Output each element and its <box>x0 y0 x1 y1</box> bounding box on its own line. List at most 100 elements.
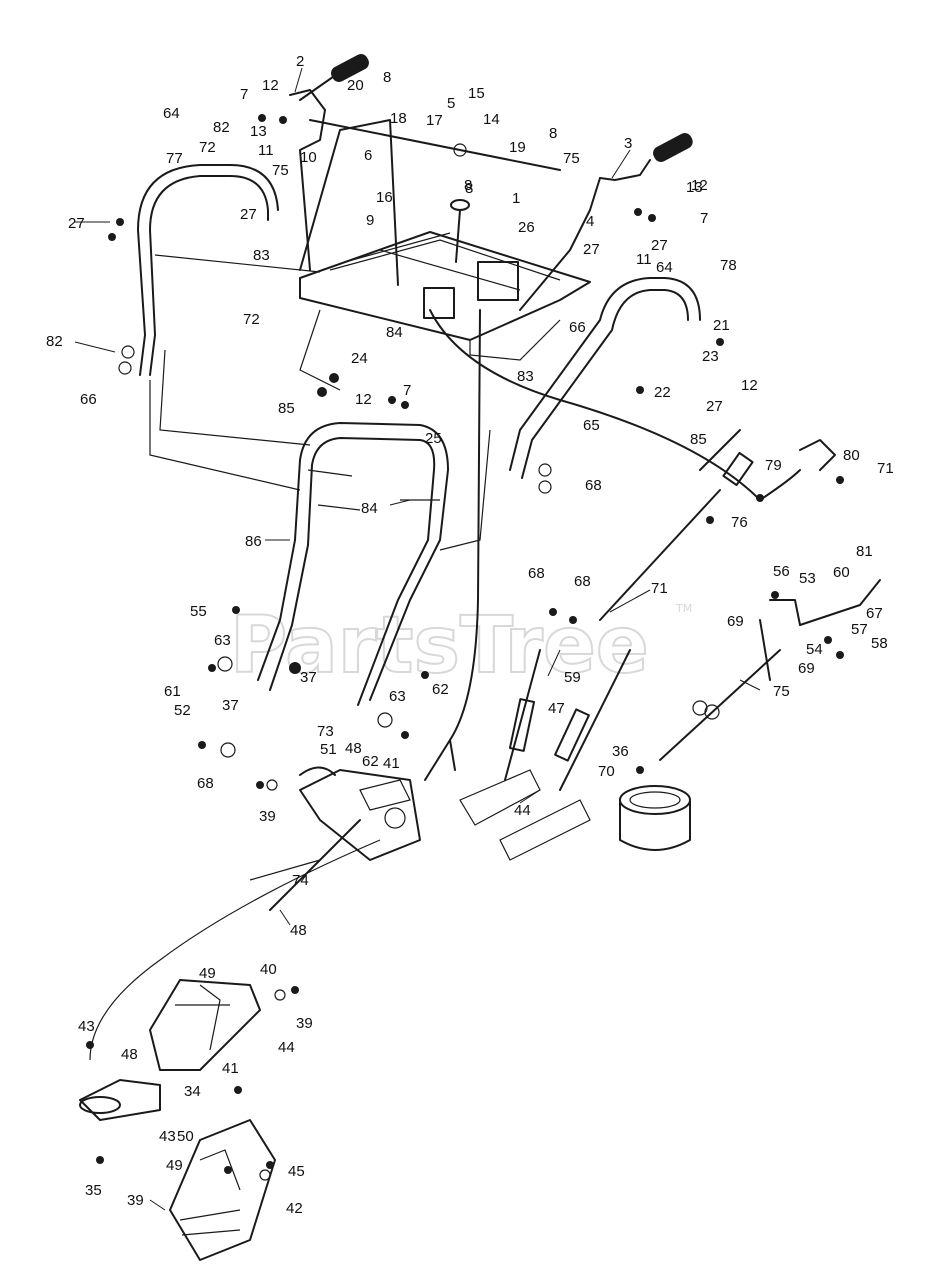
callout: 69 <box>727 613 744 630</box>
callout: 82 <box>213 119 230 136</box>
callout: 82 <box>46 333 63 350</box>
callout: 21 <box>713 317 730 334</box>
callout: 39 <box>296 1015 313 1032</box>
callout: 5 <box>447 95 455 112</box>
callout: 85 <box>278 400 295 417</box>
callout-labels: 2 8 20 12 7 13 5 15 14 18 17 10 11 8 19 … <box>46 53 894 1217</box>
callout: 67 <box>866 605 883 622</box>
callout: 71 <box>877 460 894 477</box>
callout: 20 <box>347 77 364 94</box>
callout: 15 <box>468 85 485 102</box>
callout: 69 <box>798 660 815 677</box>
panel-plate <box>299 119 399 286</box>
callout: 73 <box>317 723 334 740</box>
control-panel <box>299 231 591 361</box>
callout: 4 <box>586 213 594 230</box>
callout: 13 <box>686 179 703 196</box>
callout: 55 <box>190 603 207 620</box>
callout: 83 <box>253 247 270 264</box>
callout: 83 <box>517 368 534 385</box>
callout: 77 <box>166 150 183 167</box>
callout: 70 <box>598 763 615 780</box>
callout: 63 <box>389 688 406 705</box>
callout: 19 <box>509 139 526 156</box>
callout: 56 <box>773 563 790 580</box>
leader-lines <box>74 67 761 1211</box>
callout: 7 <box>700 210 708 227</box>
callout: 44 <box>514 802 531 819</box>
callout: 17 <box>426 112 443 129</box>
callout: 39 <box>127 1192 144 1209</box>
callout: 51 <box>320 741 337 758</box>
callout: 27 <box>583 241 600 258</box>
callout: 48 <box>121 1046 138 1063</box>
left-control-lever <box>289 54 369 271</box>
upper-handle-left <box>137 164 321 376</box>
callout: 48 <box>345 740 362 757</box>
callout: 76 <box>731 514 748 531</box>
callout: 9 <box>366 212 374 229</box>
callout: 60 <box>833 564 850 581</box>
callout: 65 <box>583 417 600 434</box>
callout: 26 <box>518 219 535 236</box>
callout: 61 <box>164 683 181 700</box>
callout: 18 <box>390 110 407 127</box>
callout: 53 <box>799 570 816 587</box>
callout: 71 <box>651 580 668 597</box>
callout: 47 <box>548 700 565 717</box>
callout: 50 <box>177 1128 194 1145</box>
callout: 8 <box>464 177 472 194</box>
callout: 7 <box>403 382 411 399</box>
callout: 10 <box>300 149 317 166</box>
callout: 41 <box>383 755 400 772</box>
callout: 68 <box>528 565 545 582</box>
callout: 52 <box>174 702 191 719</box>
callout: 40 <box>260 961 277 978</box>
callout: 68 <box>585 477 602 494</box>
discharge-chute <box>79 979 261 1121</box>
trademark: TM <box>675 602 692 615</box>
callout: 2 <box>296 53 304 70</box>
callout: 68 <box>197 775 214 792</box>
callout: 45 <box>288 1163 305 1180</box>
callout: 37 <box>222 697 239 714</box>
callout: 59 <box>564 669 581 686</box>
callout: 23 <box>702 348 719 365</box>
callout: 14 <box>483 111 500 128</box>
callout: 8 <box>383 69 391 86</box>
upper-handle-right <box>509 277 701 479</box>
callout: 44 <box>278 1039 295 1056</box>
callout: 75 <box>272 162 289 179</box>
callout: 66 <box>569 319 586 336</box>
callout: 84 <box>361 500 378 517</box>
callout: 68 <box>574 573 591 590</box>
callout: 75 <box>773 683 790 700</box>
callout: 1 <box>512 190 520 207</box>
callout: 27 <box>240 206 257 223</box>
lower-handle <box>257 422 449 706</box>
chute-control-rod <box>89 819 381 1061</box>
callout: 42 <box>286 1200 303 1217</box>
callout: 72 <box>199 139 216 156</box>
lower-bracket <box>299 766 421 861</box>
callout: 41 <box>222 1060 239 1077</box>
shift-knob <box>450 199 470 263</box>
callout: 27 <box>68 215 85 232</box>
callout: 6 <box>364 147 372 164</box>
callout: 24 <box>351 350 368 367</box>
callout: 85 <box>690 431 707 448</box>
callout: 3 <box>624 135 632 152</box>
callout: 48 <box>290 922 307 939</box>
auger-linkage <box>619 579 881 851</box>
callout: 84 <box>386 324 403 341</box>
callout: 8 <box>549 125 557 142</box>
callout: 12 <box>262 77 279 94</box>
callout: 12 <box>355 391 372 408</box>
callout: 35 <box>85 1182 102 1199</box>
shift-rod <box>599 429 836 621</box>
callout: 49 <box>166 1157 183 1174</box>
right-control-lever <box>519 133 693 311</box>
callout: 63 <box>214 632 231 649</box>
callout: 58 <box>871 635 888 652</box>
hardware <box>86 114 844 1181</box>
